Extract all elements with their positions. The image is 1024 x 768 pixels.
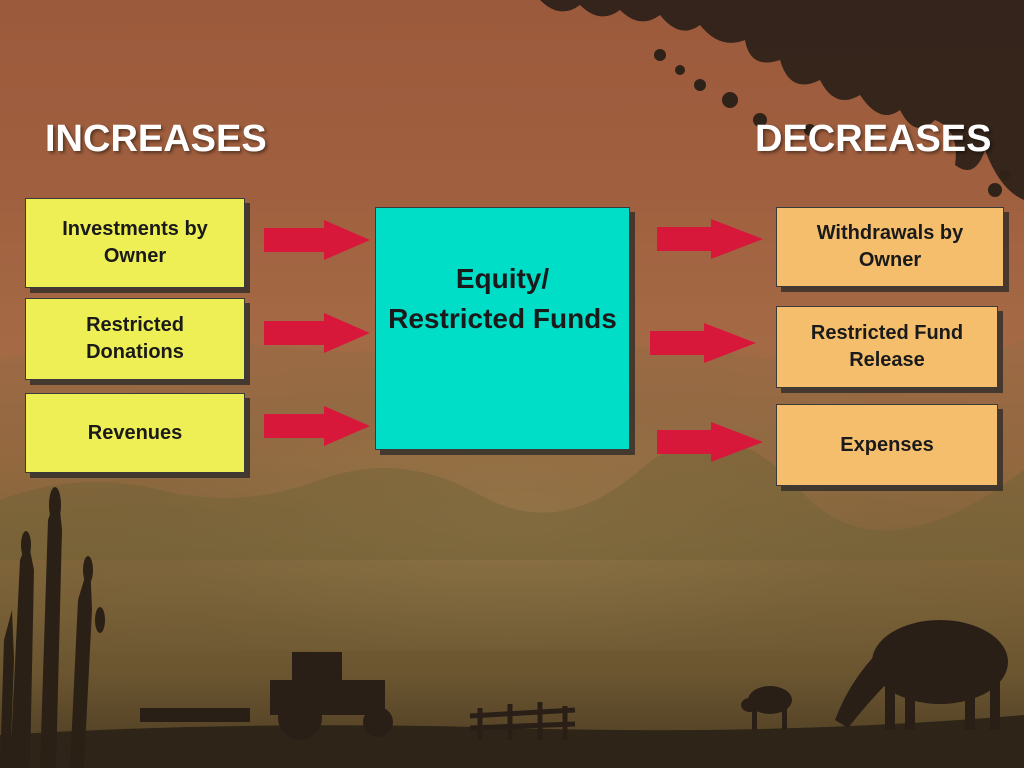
decrease-box-line1: Withdrawals by [816, 222, 964, 244]
fence-silhouette-icon [469, 702, 576, 740]
increase-box-line1: Investments by [62, 218, 208, 240]
arrow-right-icon [264, 313, 370, 353]
increase-box-line2: Owner [103, 245, 167, 267]
cow-silhouette-icon [835, 620, 1008, 730]
tractor-silhouette-icon [140, 652, 393, 740]
center-line1: Equity/ [455, 263, 550, 295]
increase-box-line1: Restricted [86, 314, 184, 336]
decreases-heading: DECREASES [755, 118, 992, 160]
calf-silhouette-icon [741, 686, 792, 730]
arrow-right-icon [650, 323, 756, 363]
decrease-box-line1: Expenses [840, 433, 934, 456]
increase-box-line2: Donations [86, 341, 184, 363]
decrease-box-line2: Owner [858, 249, 922, 271]
decrease-box-line2: Release [849, 349, 925, 371]
center-line2: Restricted Funds [388, 302, 617, 334]
arrow-right-icon [657, 422, 763, 462]
arrow-right-icon [264, 406, 370, 446]
increase-box-line1: Revenues [87, 421, 183, 444]
increases-heading: INCREASES [45, 118, 267, 160]
grass-silhouette-icon [0, 487, 105, 768]
decrease-box-expenses: Expenses [776, 404, 998, 486]
increase-box-donations: Restricted Donations [25, 298, 245, 380]
increase-box-investments: Investments by Owner [25, 198, 245, 288]
increase-box-revenues: Revenues [25, 393, 245, 473]
arrow-right-icon [657, 219, 763, 259]
decrease-box-fund-release: Restricted Fund Release [776, 306, 998, 388]
equity-center-box: Equity/ Restricted Funds [375, 207, 630, 450]
arrow-right-icon [264, 220, 370, 260]
decrease-box-line1: Restricted Fund [810, 322, 964, 344]
decrease-box-withdrawals: Withdrawals by Owner [776, 207, 1004, 287]
tree-silhouette-icon [540, 0, 1024, 200]
